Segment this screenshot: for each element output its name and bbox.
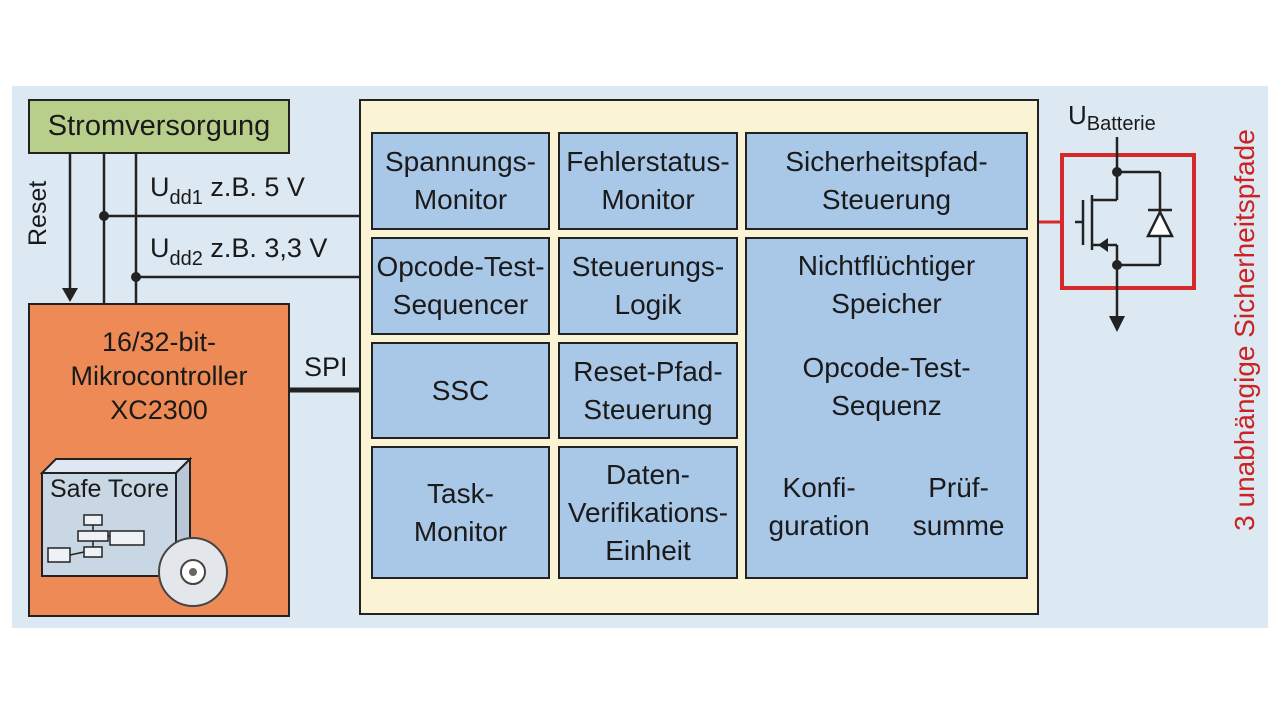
safety-switch-frame bbox=[1060, 153, 1196, 290]
block-fehlerstatus-monitor: Fehlerstatus-Monitor bbox=[558, 132, 738, 230]
safe-tcore-label: Safe Tcore bbox=[50, 475, 170, 503]
output-arrow-head bbox=[1109, 316, 1125, 332]
vdd1-junction bbox=[99, 211, 109, 221]
block-spannungs-monitor: Spannungs-Monitor bbox=[371, 132, 550, 230]
power-supply-label: Stromversorgung bbox=[47, 110, 271, 142]
memory-checksum: Prüf-summe bbox=[912, 472, 1005, 541]
microcontroller-title: 16/32-bit- Mikrocontroller XC2300 bbox=[70, 327, 248, 425]
vdd2-junction bbox=[131, 272, 141, 282]
supply2-label: Udd2 z.B. 3,3 V bbox=[150, 233, 328, 270]
block-ssc: SSC bbox=[371, 342, 550, 439]
block-daten-verifikation: Daten-Verifikations-Einheit bbox=[558, 446, 738, 579]
memory-config: Konfi-guration bbox=[768, 472, 870, 541]
memory-subitems: Konfi-guration Prüf-summe bbox=[747, 469, 1026, 545]
spi-label: SPI bbox=[304, 352, 348, 382]
memory-sequence: Opcode-Test-Sequenz bbox=[802, 352, 971, 421]
block-reset-pfad-steuerung: Reset-Pfad-Steuerung bbox=[558, 342, 738, 439]
block-opcode-test-sequencer: Opcode-Test-Sequencer bbox=[371, 237, 550, 335]
block-steuerungs-logik: Steuerungs-Logik bbox=[558, 237, 738, 335]
power-supply-box: Stromversorgung bbox=[28, 99, 290, 154]
block-sicherheitspfad-steuerung: Sicherheitspfad-Steuerung bbox=[745, 132, 1028, 230]
supply1-label: Udd1 z.B. 5 V bbox=[150, 172, 305, 209]
safety-paths-label: 3 unabhängige Sicherheitspfade bbox=[1229, 129, 1260, 531]
block-task-monitor: Task-Monitor bbox=[371, 446, 550, 579]
battery-label: UBatterie bbox=[1068, 100, 1156, 135]
reset-arrow-head bbox=[62, 288, 78, 302]
